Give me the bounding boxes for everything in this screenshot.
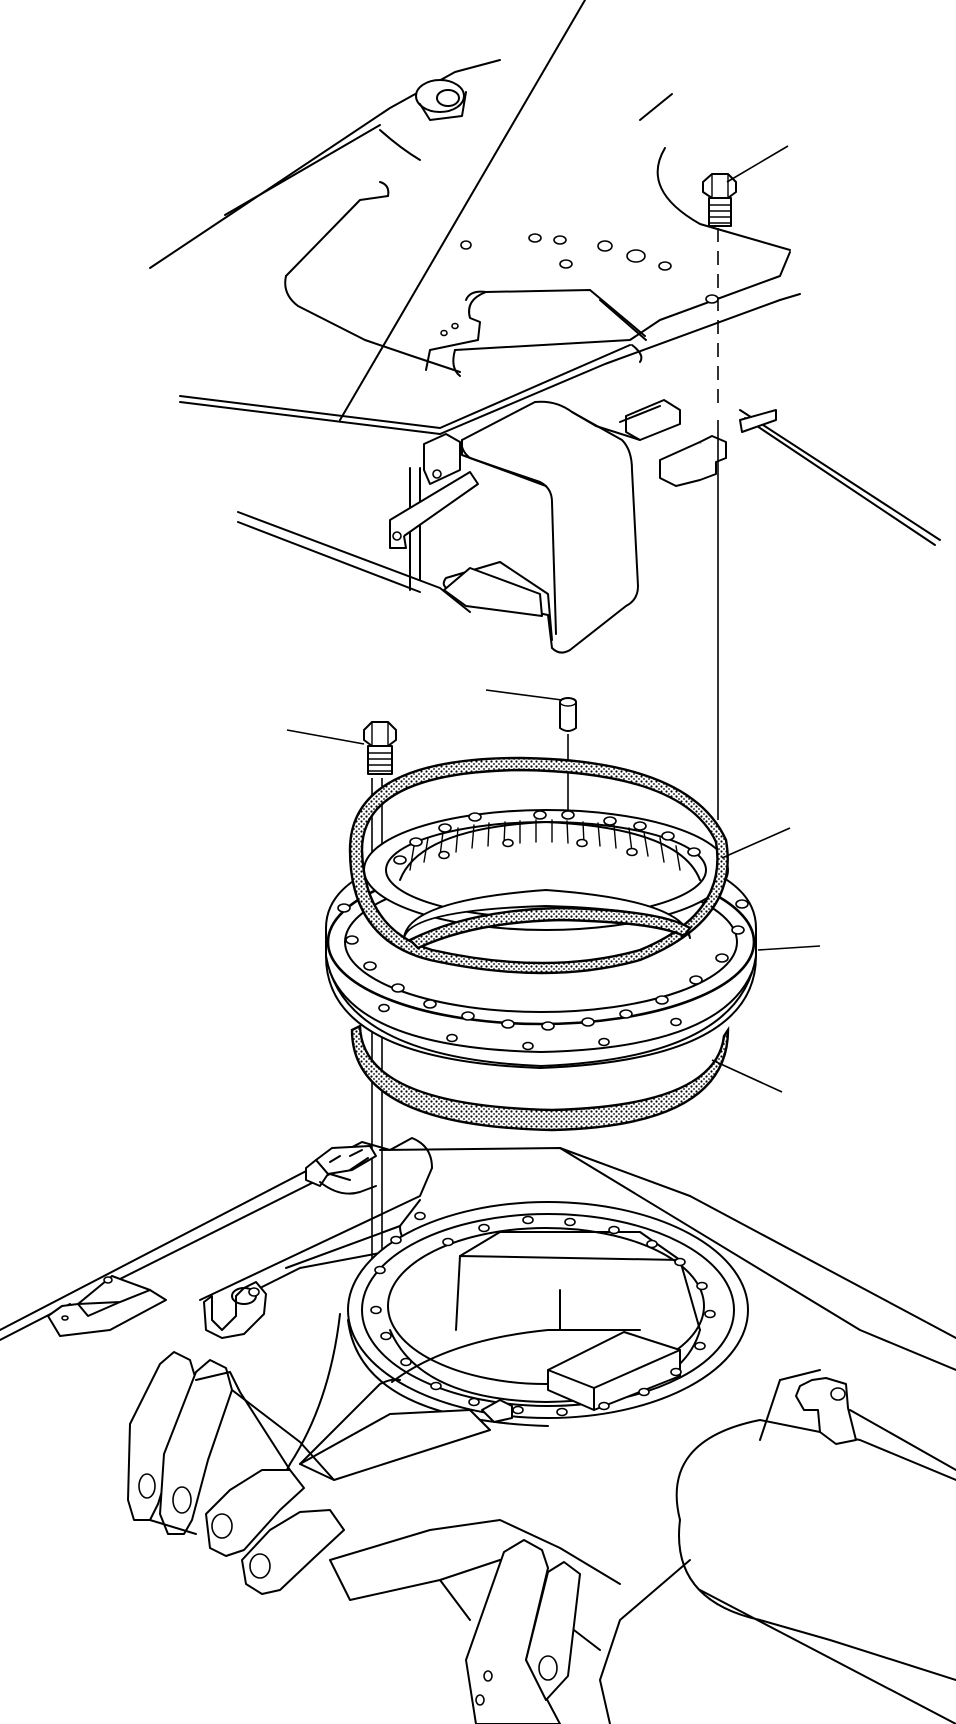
- upper-bolt: [702, 173, 737, 227]
- lower-seal: [350, 1024, 730, 1132]
- upper-seal: [348, 756, 729, 975]
- ring-gear-teeth: [399, 819, 701, 881]
- lower-seal-leader-line: [711, 1059, 783, 1093]
- lower-bolt: [363, 721, 397, 775]
- frame-swing-mount-ring: [347, 1201, 749, 1427]
- frame-lug-ears: [127, 1351, 345, 1595]
- right-bracket: [595, 399, 777, 487]
- inner-race-bolt-holes: [393, 810, 701, 865]
- frame-bolt-holes: [440, 233, 719, 337]
- dowel-pin: [559, 697, 577, 732]
- upper-revolving-frame: [149, 0, 941, 654]
- swing-circle-bearing: [325, 809, 757, 1069]
- outer-race-bolt-holes: [337, 899, 749, 1051]
- lower-track-frame: [0, 1137, 956, 1724]
- upper-bolt-leader-line: [726, 145, 789, 183]
- left-bracket: [389, 433, 479, 549]
- upper-seal-leader-line: [721, 827, 791, 859]
- bearing-leader-line: [757, 945, 821, 951]
- dowel-pin-leader-line: [485, 689, 563, 701]
- lower-bolt-leader-line: [286, 729, 365, 745]
